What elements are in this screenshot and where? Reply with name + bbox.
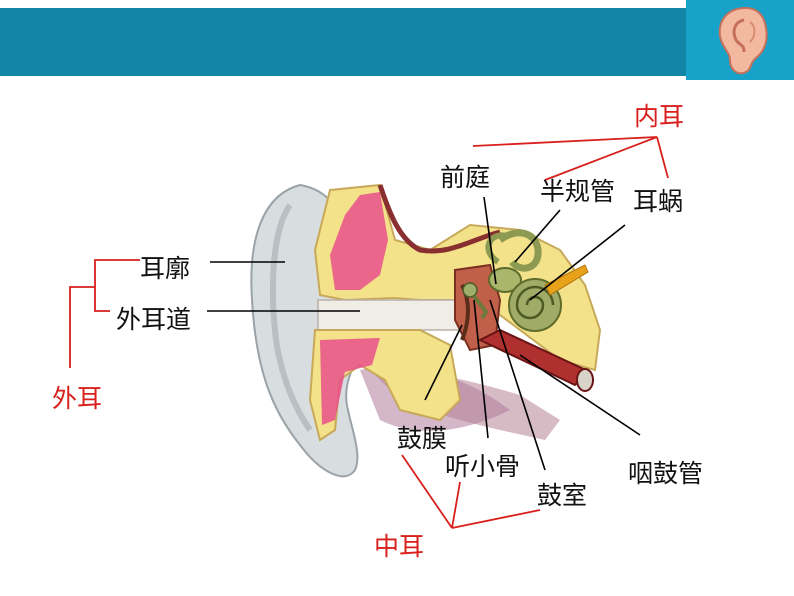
ossicles-label: 听小骨 <box>445 452 521 481</box>
group-brackets <box>69 136 669 529</box>
ear-canal-shape <box>317 299 471 331</box>
ear-icon <box>686 0 794 80</box>
semicircular-canals-shape <box>497 229 542 272</box>
banner-bar <box>0 8 686 76</box>
cochlea-label: 耳蜗 <box>633 187 684 216</box>
inner-ear-label: 内耳 <box>634 102 685 131</box>
semicircular-canals-label: 半规管 <box>540 177 616 206</box>
ossicles-shape <box>472 294 489 320</box>
outer-ear-label: 外耳 <box>52 384 103 413</box>
auricle-label: 耳廓 <box>140 254 191 283</box>
middle-ear-label: 中耳 <box>374 532 425 561</box>
tympanic-cavity-label: 鼓室 <box>537 481 588 510</box>
title-banner <box>0 0 794 80</box>
vestibule-label: 前庭 <box>440 163 491 192</box>
vestibule-shape <box>488 267 522 293</box>
eardrum-label: 鼓膜 <box>397 424 448 453</box>
ear-canal-label: 外耳道 <box>116 305 192 334</box>
eustachian-tube-label: 咽鼓管 <box>628 459 704 488</box>
